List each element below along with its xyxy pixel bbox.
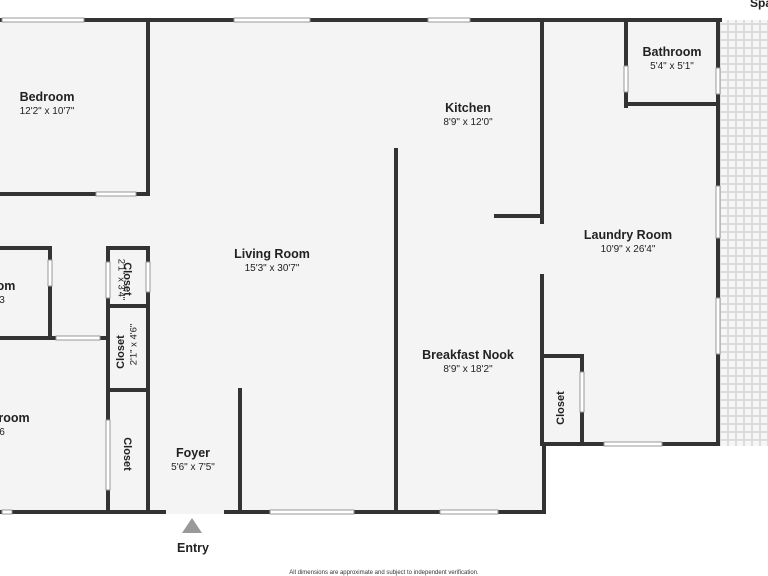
closet-1-dims: 2'1" x 3'4"	[115, 258, 127, 301]
space-label: Spa	[750, 0, 768, 10]
footnote: All dimensions are approximate and subje…	[289, 570, 479, 576]
room-bedroom-dims: 12'2" x 10'7"	[19, 106, 75, 117]
closet-2-name: Closet	[115, 335, 127, 369]
closet-1-dims-wrap: 2'1" x 3'4"	[116, 233, 127, 323]
closet-4-name: Closet	[555, 391, 567, 425]
room-foyer-dims: 5'6" x 7'5"	[171, 462, 215, 473]
room-kitchen-dims: 8'9" x 12'0"	[443, 117, 493, 128]
room-cropped-2-name: room	[0, 411, 30, 425]
closet-2-dims-wrap: 2'1" x 4'6"	[129, 302, 140, 392]
closet-2-label: Closet	[111, 312, 129, 392]
room-living-name: Living Room	[234, 247, 310, 261]
room-living-dims: 15'3" x 30'7"	[244, 263, 300, 274]
room-kitchen-name: Kitchen	[445, 101, 491, 115]
closet-4-label: Closet	[551, 368, 569, 448]
room-cropped-1-name: om	[0, 279, 16, 293]
patio-area	[720, 20, 768, 446]
entry-arrow-icon	[182, 518, 202, 533]
room-laundry-dims: 10'9" x 26'4"	[600, 244, 656, 255]
closet-2-dims: 2'1" x 4'6"	[128, 323, 140, 366]
room-bathroom-name: Bathroom	[642, 45, 702, 59]
entry-label: Entry	[177, 541, 209, 555]
room-cropped-2-dims: 6	[0, 427, 5, 438]
closet-3-name: Closet	[121, 437, 133, 471]
room-cropped-1-dims: 3	[0, 295, 5, 306]
windows	[1, 17, 721, 515]
room-laundry-name: Laundry Room	[583, 228, 673, 242]
floor-fills	[0, 20, 720, 510]
room-bedroom-name: Bedroom	[19, 90, 75, 104]
closet-3-label: Closet	[119, 414, 137, 494]
room-foyer-name: Foyer	[175, 446, 211, 460]
room-bathroom-dims: 5'4" x 5'1"	[650, 61, 694, 72]
room-breakfast-nook-name: Breakfast Nook	[422, 348, 514, 362]
room-breakfast-nook-dims: 8'9" x 18'2"	[443, 364, 493, 375]
